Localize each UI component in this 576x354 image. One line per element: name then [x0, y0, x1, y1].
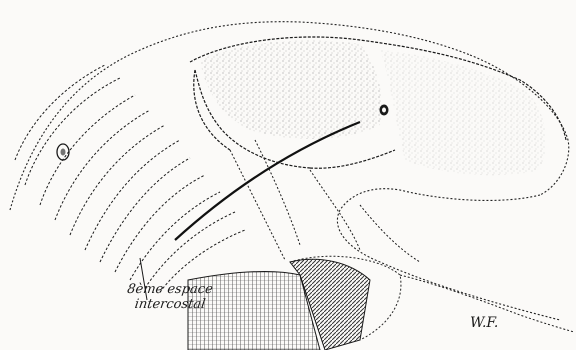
nipple-marker: [57, 144, 69, 160]
puncture-marker: [380, 105, 389, 116]
label-line-1: 8ème espace: [109, 283, 231, 296]
ribs: [15, 65, 245, 292]
deltoid-shading: [200, 41, 546, 176]
instrument-line: [175, 122, 360, 240]
axilla-lines: [230, 140, 360, 260]
label-line-2: intercostal: [109, 298, 231, 311]
intercostal-label: 8ème espace intercostal: [110, 283, 230, 311]
artist-signature: W.F.: [470, 316, 498, 330]
